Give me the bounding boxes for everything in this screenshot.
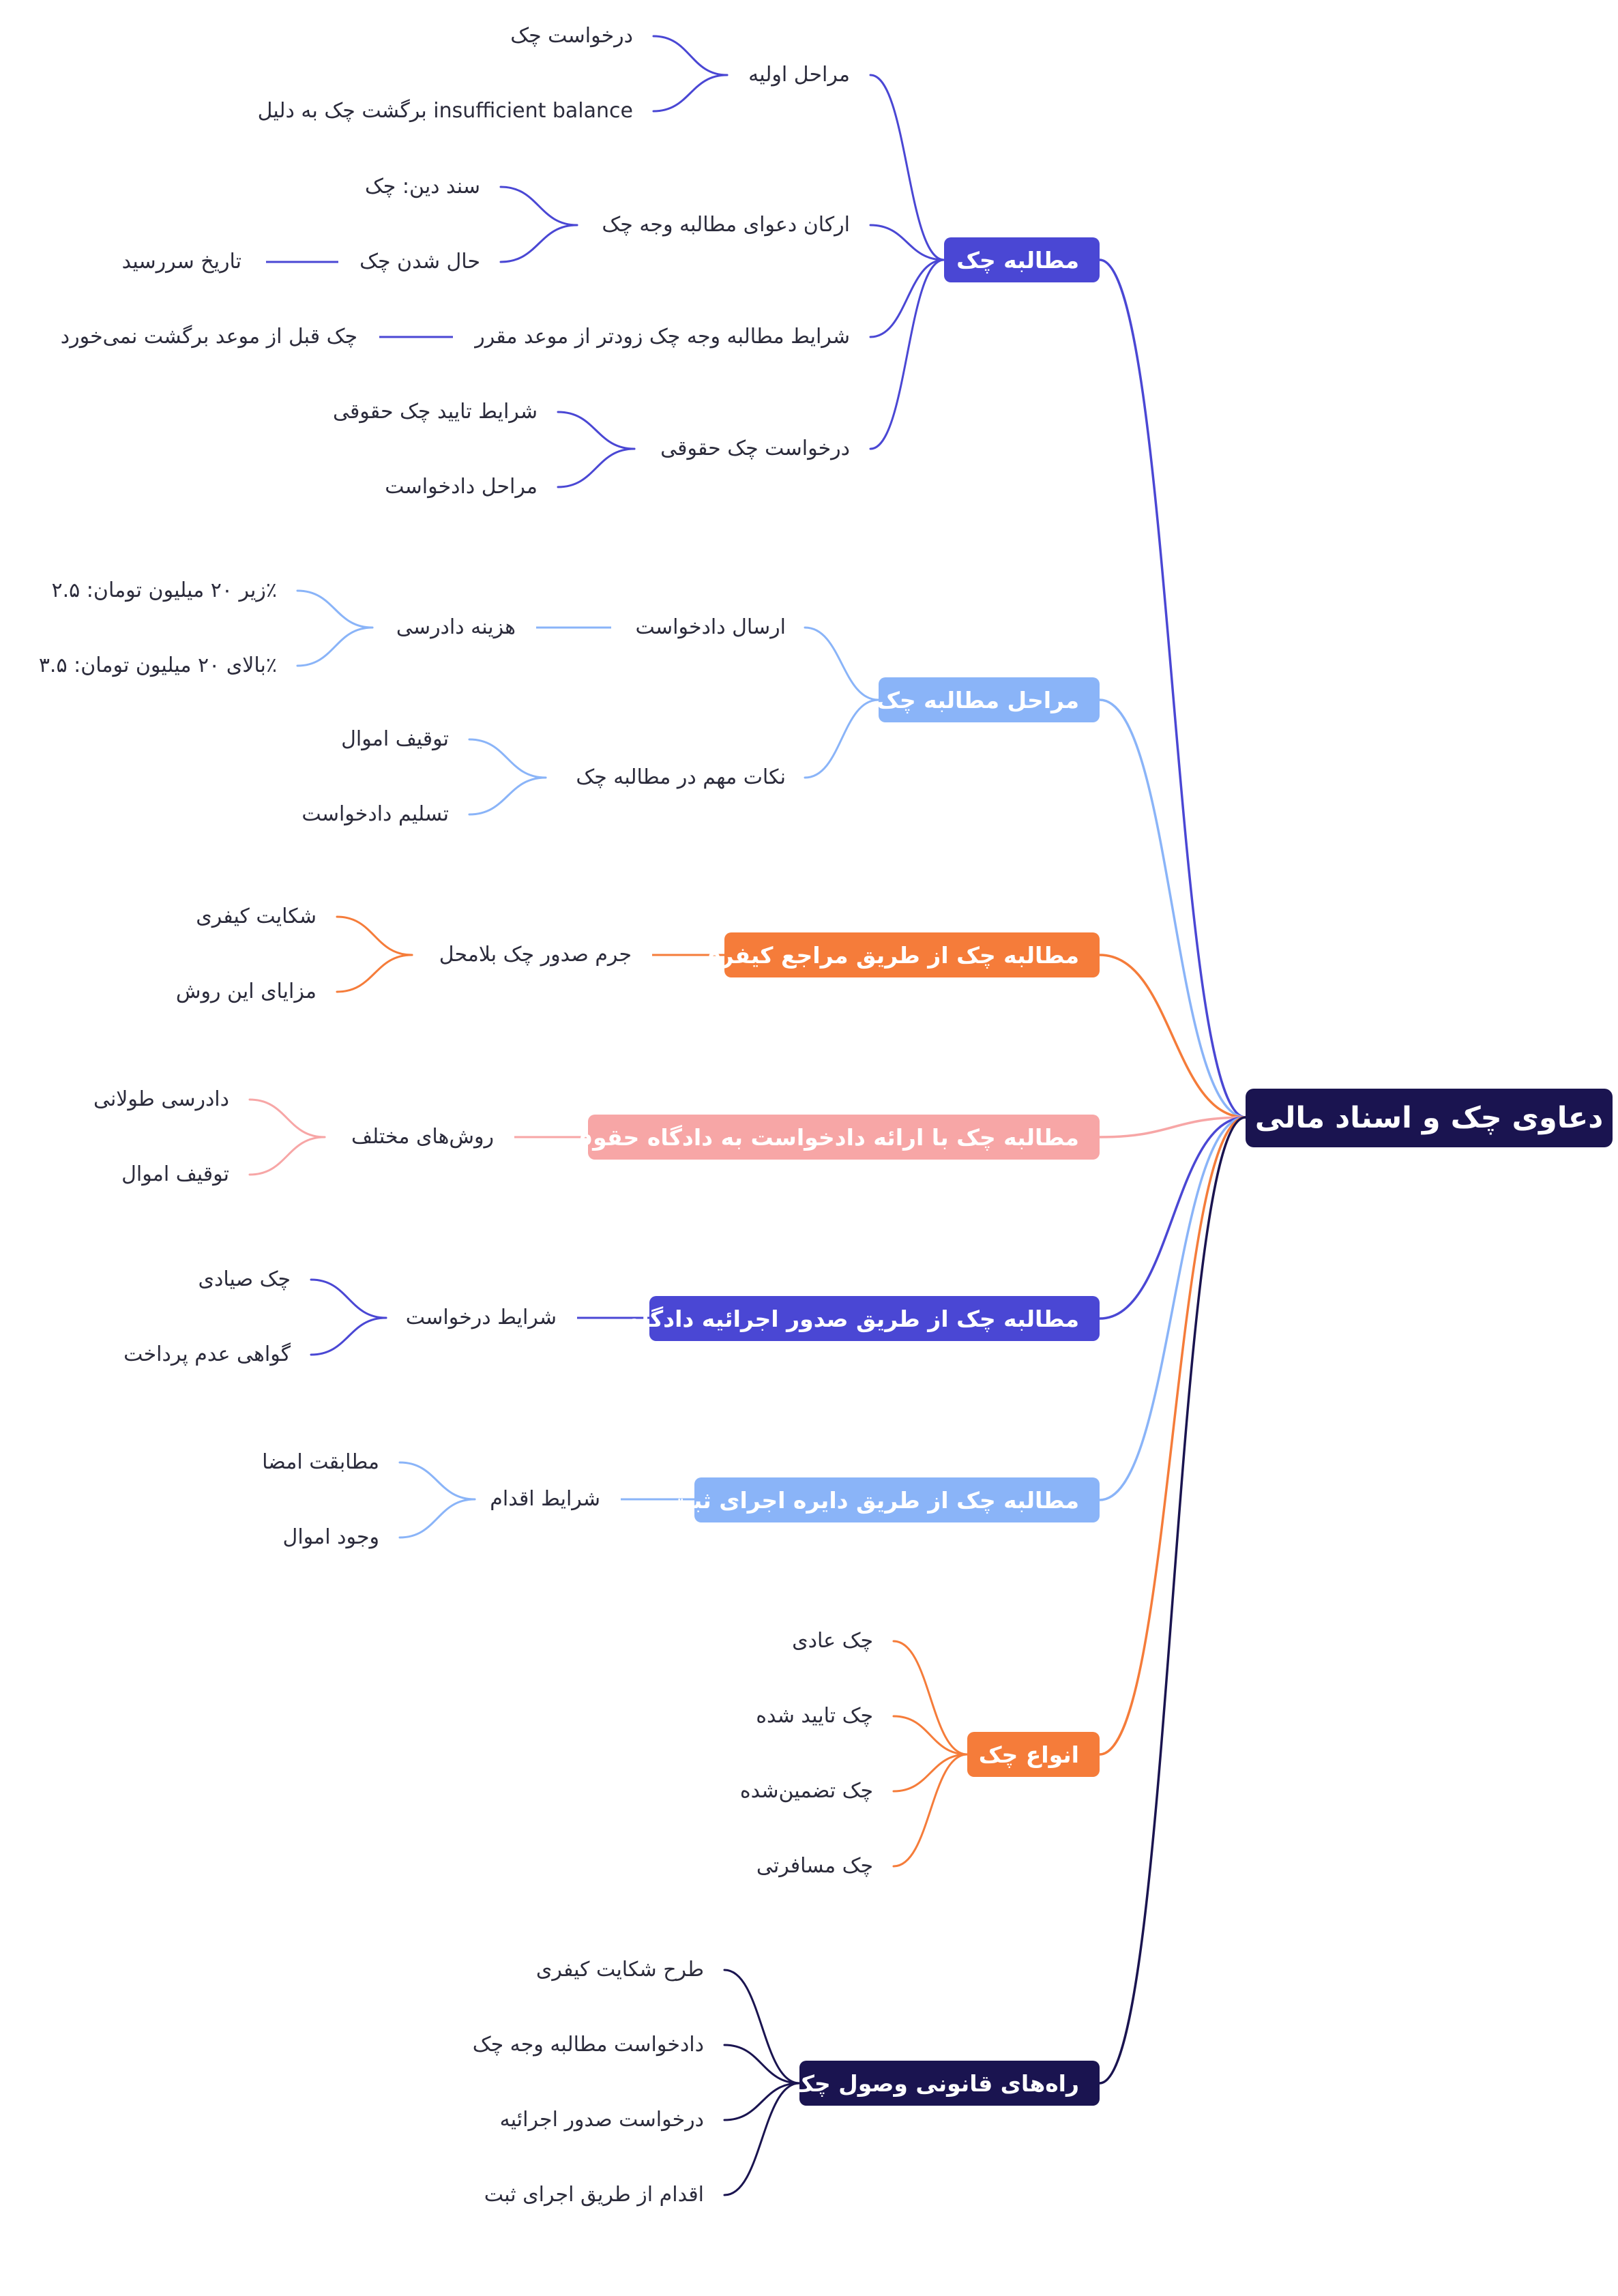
b0a-connector-0: [652, 35, 729, 76]
leaf-petition-delivery[interactable]: تسلیم دادخواست: [301, 802, 449, 826]
leaf-fee-under-20m[interactable]: ٪زیر ۲۰ میلیون تومان: ۲.۵: [51, 578, 278, 602]
b2-connector-1: [336, 954, 413, 993]
branch-criminal-route[interactable]: مطالبه چک از طریق مراجع کیفری: [700, 932, 1100, 977]
root-connector-1: [1098, 698, 1247, 1119]
leaf-check-due[interactable]: حال شدن چک: [359, 250, 480, 274]
b1-connector-0: [804, 626, 880, 701]
root-connector-6: [1098, 1116, 1247, 1756]
leaf-guaranteed-check[interactable]: چک تضمین‌شده: [739, 1779, 873, 1803]
leaf-civil-approval-conditions[interactable]: شرایط تایید چک حقوقی: [332, 400, 538, 424]
leaf-assets-exist[interactable]: وجود اموال: [282, 1525, 379, 1549]
b6-connector-0: [892, 1640, 969, 1756]
leaf-signature-match[interactable]: مطابقت امضا: [262, 1450, 379, 1474]
leaf-sayadi-check[interactable]: چک صیادی: [198, 1267, 291, 1291]
b0b-connector-0: [499, 186, 578, 226]
leaf-claim-petition[interactable]: دادخواست مطالبه وجه چک: [472, 2033, 704, 2057]
b6-connector-1: [892, 1715, 969, 1756]
b7-connector-1: [723, 2044, 801, 2085]
leaf-file-criminal-complaint[interactable]: طرح شکایت کیفری: [535, 1958, 704, 1982]
leaf-ordinary-check[interactable]: چک عادی: [792, 1629, 873, 1653]
leaf-various-methods[interactable]: روش‌های مختلف: [351, 1125, 494, 1149]
branch-check-claim[interactable]: مطالبه چک: [944, 237, 1100, 282]
leaf-due-date[interactable]: تاریخ سررسید: [121, 250, 241, 274]
branch-check-types[interactable]: انواع چک: [967, 1732, 1100, 1777]
leaf-travelers-check[interactable]: چک مسافرتی: [756, 1854, 873, 1878]
leaf-bounced-check-crime[interactable]: جرم صدور چک بلامحل: [439, 943, 632, 967]
root-connector-5: [1098, 1116, 1247, 1501]
branch-claim-steps[interactable]: مراحل مطالبه چک: [877, 677, 1100, 722]
leaf-fee-over-20m[interactable]: ٪بالای ۲۰ میلیون تومان: ۳.۵: [38, 653, 277, 677]
branch-registry-route[interactable]: مطالبه چک از طریق دایره اجرای ثبت: [670, 1477, 1100, 1522]
root-connector-3: [1098, 1116, 1247, 1138]
b1b-connector-1: [468, 776, 547, 816]
leaf-not-bounced-early[interactable]: چک قبل از موعد برگشت نمی‌خورد: [60, 325, 357, 349]
leaf-action-conditions[interactable]: شرایط اقدام: [490, 1487, 600, 1511]
b3-connector-1: [248, 1136, 326, 1176]
b0a-connector-1: [652, 74, 729, 113]
b0-connector-0: [869, 74, 945, 261]
b0d-connector-1: [557, 447, 636, 488]
root-connector-4: [1098, 1116, 1247, 1320]
b0d-connector-0: [557, 411, 636, 450]
leaf-non-payment-certificate[interactable]: گواهی عدم پرداخت: [123, 1342, 291, 1366]
b0-connector-3: [869, 259, 945, 450]
leaf-asset-seizure[interactable]: توقیف اموال: [341, 727, 449, 751]
b1-connector-1: [804, 698, 880, 779]
b6-connector-2: [892, 1753, 969, 1793]
b2-connector-0: [336, 915, 413, 956]
leaf-registry-action[interactable]: اقدام از طریق اجرای ثبت: [484, 2183, 704, 2207]
b5-connector-1: [398, 1498, 476, 1539]
leaf-important-notes[interactable]: نکات مهم در مطالبه چک: [576, 765, 786, 789]
leaf-asset-seizure-2[interactable]: توقیف اموال: [121, 1162, 229, 1186]
b7-connector-2: [723, 2082, 801, 2121]
b0-connector-1: [869, 224, 945, 261]
b0b-connector-1: [499, 224, 578, 263]
leaf-claim-elements[interactable]: ارکان دعوای مطالبه وجه چک: [602, 213, 850, 237]
leaf-criminal-complaint[interactable]: شکایت کیفری: [196, 904, 317, 928]
leaf-court-fee[interactable]: هزینه دادرسی: [396, 615, 516, 639]
b5-connector-0: [398, 1461, 476, 1501]
b3-connector-0: [248, 1098, 326, 1138]
branch-civil-court-route[interactable]: مطالبه چک با ارائه دادخواست به دادگاه حق…: [555, 1115, 1100, 1160]
b7-connector-3: [723, 2082, 801, 2196]
b0-connector-2: [869, 259, 945, 338]
leaf-early-claim-conditions[interactable]: شرایط مطالبه وجه چک زودتر از موعد مقرر: [475, 325, 850, 349]
leaf-initial-steps[interactable]: مراحل اولیه: [748, 63, 850, 87]
leaf-civil-check-request[interactable]: درخواست چک حقوقی: [660, 437, 850, 460]
b1b-connector-0: [468, 738, 547, 779]
b4-connector-1: [310, 1316, 387, 1356]
leaf-long-proceedings[interactable]: دادرسی طولانی: [93, 1087, 229, 1111]
root-connector-0: [1098, 259, 1247, 1119]
b1a-connector-1: [296, 626, 374, 667]
root-node[interactable]: دعاوی چک و اسناد مالی: [1246, 1089, 1613, 1147]
b6-connector-3: [892, 1753, 969, 1868]
leaf-method-advantages[interactable]: مزایای این روش: [175, 980, 317, 1003]
b1a-connector-0: [296, 589, 374, 629]
leaf-insufficient-balance[interactable]: insufficient balance برگشت چک به دلیل: [257, 99, 633, 123]
leaf-submit-petition[interactable]: ارسال دادخواست: [635, 615, 786, 639]
leaf-check-request[interactable]: درخواست چک: [510, 24, 633, 48]
root-connector-2: [1098, 954, 1247, 1119]
branch-legal-collection-ways[interactable]: راه‌های قانونی وصول چک: [791, 2061, 1100, 2106]
branch-court-execution-route[interactable]: مطالبه چک از طریق صدور اجرائیه دادگاه: [628, 1296, 1100, 1341]
leaf-petition-steps[interactable]: مراحل دادخواست: [385, 475, 538, 499]
leaf-debt-document[interactable]: سند دین: چک: [364, 175, 480, 198]
leaf-request-conditions[interactable]: شرایط درخواست: [405, 1306, 557, 1329]
leaf-certified-check[interactable]: چک تایید شده: [756, 1704, 873, 1728]
b4-connector-0: [310, 1278, 387, 1319]
root-connector-7: [1098, 1116, 1247, 2085]
leaf-execution-request[interactable]: درخواست صدور اجرائیه: [499, 2108, 704, 2132]
b7-connector-0: [723, 1969, 801, 2085]
